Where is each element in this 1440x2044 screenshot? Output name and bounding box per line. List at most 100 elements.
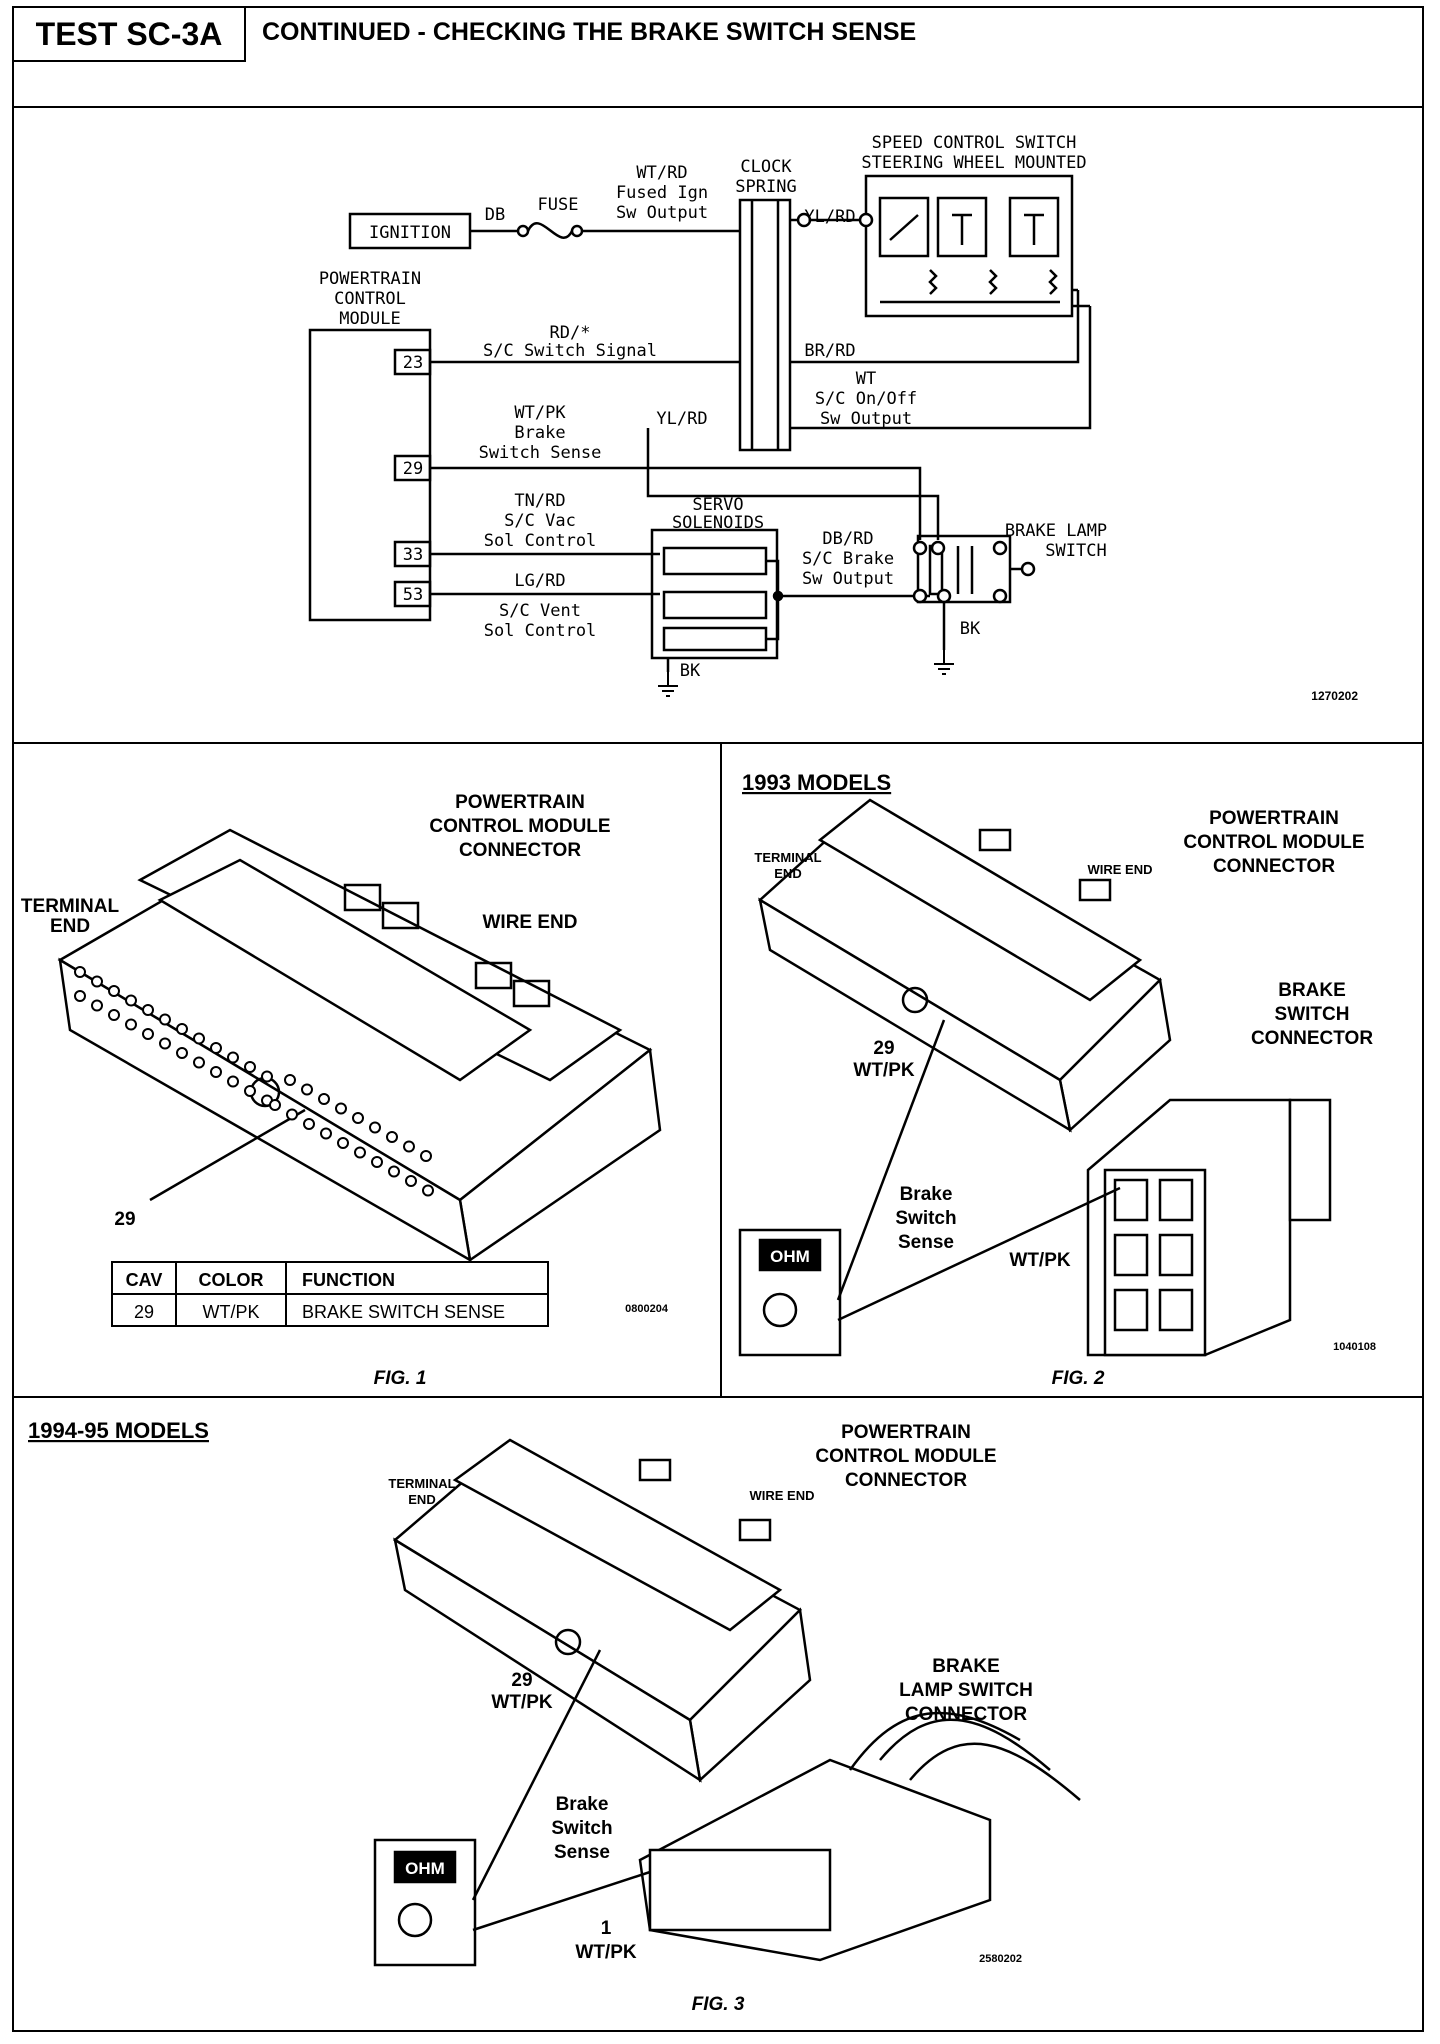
- connector-pin: [125, 1018, 137, 1031]
- fig2-pin-color: WT/PK: [853, 1060, 914, 1081]
- figs-divider: [12, 1396, 1424, 1398]
- sol-control-2-label: Sol Control: [484, 621, 597, 641]
- fig2-terminal-2: END: [774, 866, 801, 881]
- lg-rd-label: LG/RD: [514, 571, 565, 591]
- fig3-terminal-1: TERMINAL: [388, 1476, 455, 1491]
- table-header-color: COLOR: [199, 1270, 264, 1290]
- fig1-title-2: CONTROL MODULE: [429, 816, 610, 837]
- connector-pin: [405, 1175, 417, 1187]
- sc-onoff-label: S/C On/Off: [815, 389, 917, 409]
- bk-label-1: BK: [680, 661, 701, 681]
- connector-pin: [320, 1127, 332, 1140]
- pcm-label-2: CONTROL: [334, 289, 406, 309]
- table-cell-color: WT/PK: [203, 1302, 260, 1322]
- wiring-schematic: [308, 174, 1092, 672]
- connector-pin: [108, 985, 120, 997]
- fig3-sense-1: Brake: [556, 1794, 609, 1815]
- fig1-title-3: CONNECTOR: [459, 840, 581, 861]
- connector-pin: [193, 1032, 205, 1045]
- connector-pin: [386, 1131, 398, 1143]
- schematic-dots: [657, 212, 1008, 697]
- fuse-label: FUSE: [538, 195, 579, 215]
- fused-ign-color: WT/RD: [636, 163, 687, 183]
- connector-pin: [286, 1108, 298, 1121]
- wt-label: WT: [856, 369, 876, 389]
- bk-label-2: BK: [960, 619, 981, 639]
- connector-pin: [142, 1028, 154, 1040]
- connector-pin: [388, 1165, 400, 1178]
- test-id-box: TEST SC-3A: [12, 6, 246, 62]
- fig2-meter-label: OHM: [770, 1247, 810, 1266]
- fused-ign-label: Fused Ign: [616, 183, 708, 203]
- test-id: TEST SC-3A: [35, 15, 223, 52]
- table-header-cav: CAV: [126, 1270, 163, 1290]
- fig3-pin: 29: [511, 1670, 532, 1691]
- fuse-terminal: [516, 224, 530, 238]
- connector-pin: [261, 1070, 273, 1083]
- yl-rd-top-label: YL/RD: [804, 207, 855, 227]
- br-rd-label: BR/RD: [804, 341, 855, 361]
- connector-pin: [74, 990, 86, 1002]
- pin-23: 23: [403, 353, 423, 373]
- connector-pin: [371, 1156, 383, 1168]
- table-header-function: FUNCTION: [302, 1270, 395, 1290]
- fig3-lamp-3: CONNECTOR: [905, 1704, 1027, 1725]
- connector-pin: [210, 1042, 222, 1054]
- speed-switch-label-2: STEERING WHEEL MOUNTED: [861, 153, 1086, 173]
- fig2-ohmmeter: [738, 1019, 1121, 1357]
- sc-vent-label: S/C Vent: [499, 601, 581, 621]
- fig2-brake-2: SWITCH: [1275, 1004, 1350, 1025]
- page-frame: [12, 6, 1424, 2032]
- connector-pin: [301, 1083, 313, 1096]
- fig1-terminal-1: TERMINAL: [21, 896, 120, 917]
- yl-rd-mid-label: YL/RD: [656, 409, 707, 429]
- rd-x-label: RD/*: [550, 323, 591, 343]
- wt-pk-label: WT/PK: [514, 403, 566, 423]
- tn-rd-label: TN/RD: [514, 491, 565, 511]
- header-divider: [12, 106, 1424, 108]
- resume-switch: [1008, 196, 1060, 258]
- fig2-sense-1: Brake: [900, 1184, 953, 1205]
- connector-pin: [354, 1146, 366, 1159]
- connector-pin: [91, 999, 103, 1012]
- fig3-title-3: CONNECTOR: [845, 1470, 967, 1491]
- fig2-brake-3: CONNECTOR: [1251, 1028, 1373, 1049]
- fig2-sense-3: Sense: [898, 1232, 954, 1253]
- sc-brake-label: S/C Brake: [802, 549, 894, 569]
- pin-53: 53: [403, 585, 423, 605]
- fig3-terminal-2: END: [408, 1492, 435, 1507]
- connector-pin: [176, 1047, 188, 1059]
- fig1-caption: FIG. 1: [374, 1368, 427, 1389]
- connector-pin: [244, 1085, 256, 1097]
- connector-pin: [284, 1074, 296, 1086]
- fig1-pin: 29: [114, 1209, 135, 1230]
- connector-pin: [227, 1075, 239, 1088]
- schematic-divider: [12, 742, 1424, 744]
- pin-33: 33: [403, 545, 423, 565]
- sc-onoff-output: Sw Output: [820, 409, 912, 429]
- fig3-lamp-1: BRAKE: [932, 1656, 1000, 1677]
- fig3-pcm-connector: [392, 1438, 812, 1783]
- fig3-ref: 2580202: [979, 1953, 1022, 1965]
- fig3-title-1: POWERTRAIN: [841, 1422, 971, 1443]
- connector-pin: [159, 1037, 171, 1050]
- clock-spring: [738, 198, 792, 452]
- fig3-ohmmeter: [373, 1649, 651, 1967]
- connector-pin: [91, 975, 103, 988]
- sc-switch-signal-label: S/C Switch Signal: [483, 341, 657, 361]
- fig2-title-1: POWERTRAIN: [1209, 808, 1339, 829]
- connector-pin: [352, 1112, 364, 1124]
- fig-divider: [720, 742, 722, 1396]
- clock-spring-label-2: SPRING: [735, 177, 796, 197]
- connector-pin: [74, 966, 86, 978]
- schematic-ref: 1270202: [1311, 689, 1358, 703]
- fused-ign-output: Sw Output: [616, 203, 708, 223]
- fig2-title-3: CONNECTOR: [1213, 856, 1335, 877]
- connector-pin: [176, 1023, 188, 1035]
- connector-pin: [125, 994, 137, 1007]
- fig3-brake-lamp-connector: [638, 1711, 1081, 1962]
- connector-pin: [227, 1051, 239, 1064]
- fig2-labels: 1993 MODELS POWERTRAIN CONTROL MODULE CO…: [742, 770, 1373, 1389]
- fig2-caption: FIG. 2: [1052, 1368, 1105, 1389]
- fig3-models: 1994-95 MODELS: [28, 1418, 209, 1443]
